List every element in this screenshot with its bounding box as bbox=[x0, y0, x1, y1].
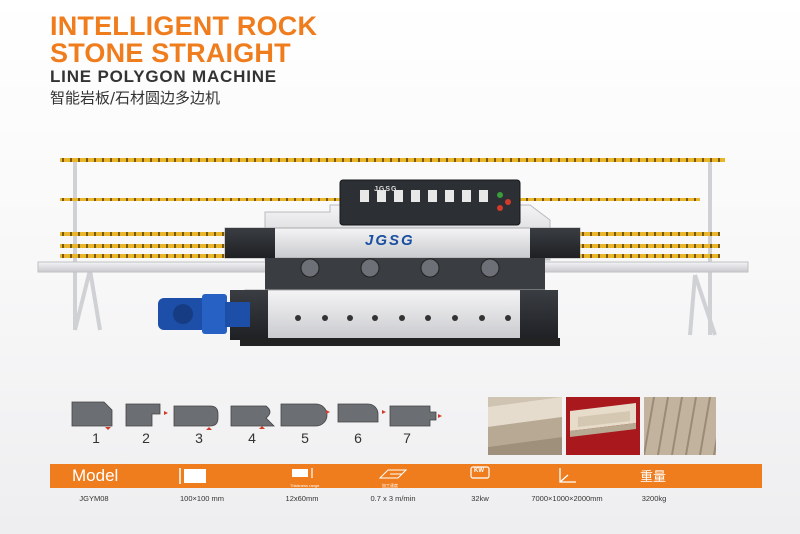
blue-motor bbox=[158, 294, 250, 334]
photo-stone-slab-1 bbox=[488, 397, 562, 455]
spec-value-dimensions: 7000×1000×2000mm bbox=[531, 494, 603, 503]
machine-drawing bbox=[37, 158, 749, 346]
spec-value-model: JGYM08 bbox=[79, 494, 109, 503]
profile-number-1: 1 bbox=[92, 430, 100, 446]
rail-left-2 bbox=[60, 244, 230, 248]
profile-7-shape bbox=[389, 405, 437, 427]
title-chinese: 智能岩板/石材圆边多边机 bbox=[50, 89, 221, 107]
rail-right-2 bbox=[575, 244, 720, 248]
rail-right-1 bbox=[575, 232, 720, 236]
dimensions-icon bbox=[556, 466, 578, 488]
speed-caption: 加工速度 bbox=[382, 483, 398, 488]
profile-2-shape bbox=[125, 403, 161, 427]
spec-model-label: Model bbox=[72, 466, 119, 485]
stop-button bbox=[505, 199, 511, 205]
right-support-frame bbox=[688, 162, 717, 336]
spec-header-bar bbox=[50, 464, 762, 488]
profile-3-shape bbox=[173, 405, 219, 427]
left-dark-block bbox=[225, 228, 275, 258]
size-icon bbox=[178, 466, 208, 488]
control-panel bbox=[339, 179, 521, 226]
red-light bbox=[497, 205, 503, 211]
title-line-1: INTELLIGENT ROCK bbox=[50, 11, 318, 41]
spec-weight-label: 重量 bbox=[640, 470, 667, 485]
title-line-3: LINE POLYGON MACHINE bbox=[50, 67, 277, 86]
spec-value-speed: 0.7 x 3 m/min bbox=[370, 494, 416, 503]
machine-brand-logo: JGSG bbox=[365, 232, 415, 249]
profile-number-3: 3 bbox=[195, 430, 203, 446]
speed-icon bbox=[376, 466, 412, 488]
title-line-2: STONE STRAIGHT bbox=[50, 38, 291, 68]
power-badge: KW bbox=[474, 468, 484, 474]
profile-6-shape bbox=[337, 403, 379, 423]
edge-profiles bbox=[68, 398, 458, 446]
profile-number-2: 2 bbox=[142, 430, 150, 446]
photo-stone-slab-2 bbox=[566, 397, 640, 455]
profile-number-4: 4 bbox=[248, 430, 256, 446]
base-foot bbox=[240, 338, 560, 346]
right-dark-block bbox=[530, 228, 580, 258]
top-rail bbox=[60, 158, 725, 162]
green-light bbox=[497, 192, 503, 198]
panel-buttons bbox=[360, 190, 488, 202]
spec-value-size: 100×100 mm bbox=[180, 494, 224, 503]
profile-markers bbox=[105, 410, 442, 430]
machine-base bbox=[244, 289, 546, 341]
profile-shapes bbox=[71, 401, 442, 430]
rail-right-3 bbox=[575, 254, 720, 258]
profile-5-shape bbox=[280, 403, 328, 427]
power-icon bbox=[470, 466, 490, 488]
machine-illustration: JGSG JGSG bbox=[30, 150, 760, 360]
spec-value-power: 32kw bbox=[471, 494, 489, 503]
thickness-icon bbox=[288, 466, 318, 488]
base-bolts bbox=[295, 315, 511, 321]
profile-4-shape bbox=[230, 405, 275, 427]
spec-value-thickness: 12x60mm bbox=[285, 494, 319, 503]
spec-value-weight: 3200kg bbox=[641, 494, 667, 503]
profile-number-6: 6 bbox=[354, 430, 362, 446]
profile-number-7: 7 bbox=[403, 430, 411, 446]
panel-brand-logo: JGSG bbox=[374, 186, 398, 193]
thickness-caption: Thickness range bbox=[290, 483, 320, 488]
photo-stone-slab-3 bbox=[644, 397, 716, 455]
rail-left-1 bbox=[60, 232, 230, 236]
grinding-wheels bbox=[300, 258, 500, 278]
profile-1-shape bbox=[71, 401, 113, 427]
rail-left-3 bbox=[60, 254, 230, 258]
profile-number-5: 5 bbox=[301, 430, 309, 446]
base-right-leg bbox=[520, 290, 558, 340]
